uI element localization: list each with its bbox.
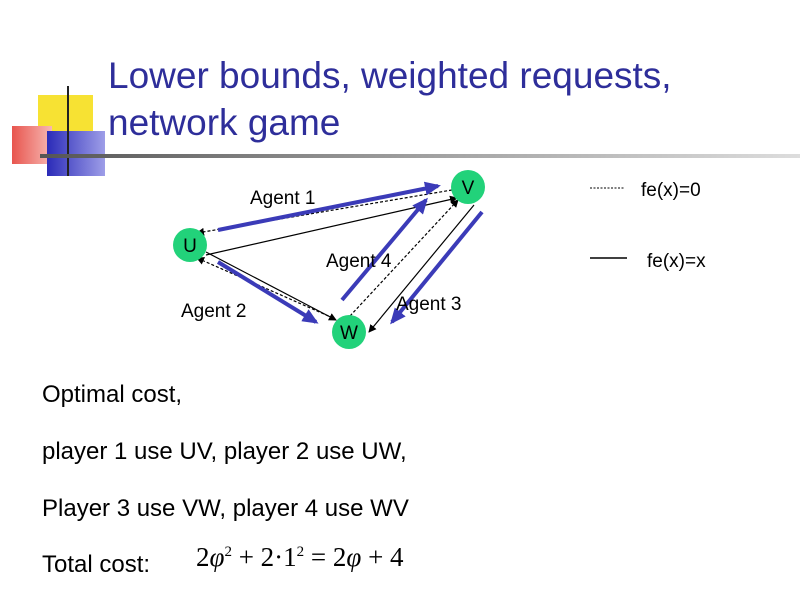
node-u-circle (173, 228, 207, 262)
node-w-circle (332, 315, 366, 349)
agent-3-arrow (390, 210, 484, 325)
title-line-1: Lower bounds, weighted requests, (108, 55, 672, 96)
formula-coef-1: 2 (196, 542, 210, 572)
node-w: W (332, 315, 366, 349)
legend-solid-label: fe(x)=x (647, 251, 706, 272)
formula-exponent-1: 2 (224, 544, 232, 560)
agent-1-label: Agent 1 (250, 188, 316, 209)
body-line-4: Total cost: (42, 551, 151, 578)
node-v-circle (451, 170, 485, 204)
agent-2-label: Agent 2 (181, 301, 247, 322)
phi-symbol-2: φ (346, 542, 362, 572)
body-line-1: Optimal cost, (42, 381, 183, 408)
node-u: U (173, 228, 207, 262)
agent-2-arrow (216, 260, 319, 324)
body-line-2: player 1 use UV, player 2 use UW, (42, 438, 407, 465)
formula-term-2: + 2·1 (231, 542, 297, 572)
formula-term-4: + 4 (361, 542, 404, 572)
edge-v-to-w (368, 204, 475, 333)
total-cost-formula: 2φ2 + 2·12 = 2φ + 4 (196, 542, 404, 573)
node-u-label: U (183, 236, 197, 257)
body-line-3: Player 3 use VW, player 4 use WV (42, 495, 409, 522)
formula-exponent-2: 2 (296, 544, 305, 560)
title-underline (40, 154, 800, 158)
phi-symbol-1: φ (209, 542, 225, 572)
decor-blue-square (47, 131, 105, 176)
agent-4-label: Agent 4 (326, 251, 392, 272)
title-line-2: network game (108, 102, 341, 143)
slide-title: Lower bounds, weighted requests, network… (108, 52, 768, 146)
edge-w-to-v-dashed (349, 199, 459, 317)
node-v-label: V (462, 178, 475, 199)
edge-u-to-w (205, 251, 337, 321)
legend-dashed-label: fe(x)=0 (641, 180, 701, 201)
agent-3-label: Agent 3 (396, 294, 462, 315)
formula-equals: = 2 (304, 542, 347, 572)
decor-vertical-line (67, 86, 69, 176)
node-w-label: W (340, 323, 358, 344)
node-v: V (451, 170, 485, 204)
agent-4-arrow (340, 197, 428, 302)
agent-1-arrow (217, 181, 441, 232)
